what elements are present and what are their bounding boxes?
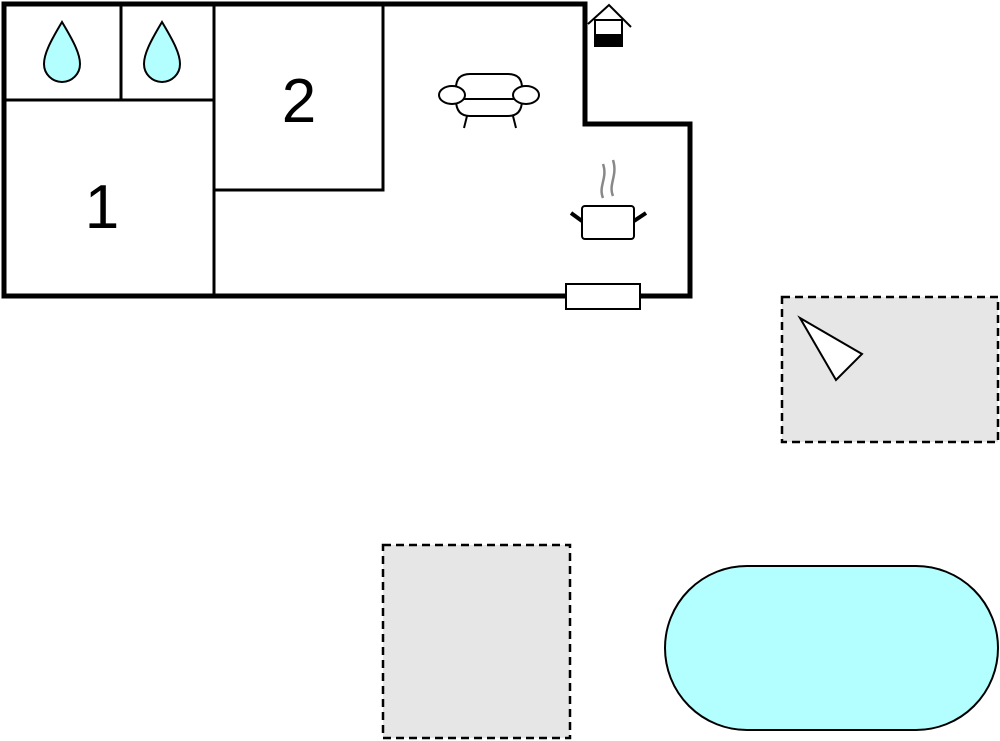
terrace-right <box>780 295 1000 444</box>
entrance-door <box>565 283 641 310</box>
swimming-pool <box>664 565 999 731</box>
cooking-pot-icon <box>569 159 648 240</box>
outer-wall <box>1 1 693 299</box>
terrace-bottom <box>381 543 572 740</box>
house-entrance-icon <box>587 3 632 47</box>
water-drop-icon <box>142 20 182 83</box>
terrace-direction-icon <box>797 315 864 382</box>
room-label-2: 2 <box>282 67 316 136</box>
inner-walls <box>4 4 385 296</box>
room-label-1: 1 <box>85 173 119 242</box>
sofa-icon <box>438 73 540 129</box>
water-drop-icon <box>42 20 82 83</box>
